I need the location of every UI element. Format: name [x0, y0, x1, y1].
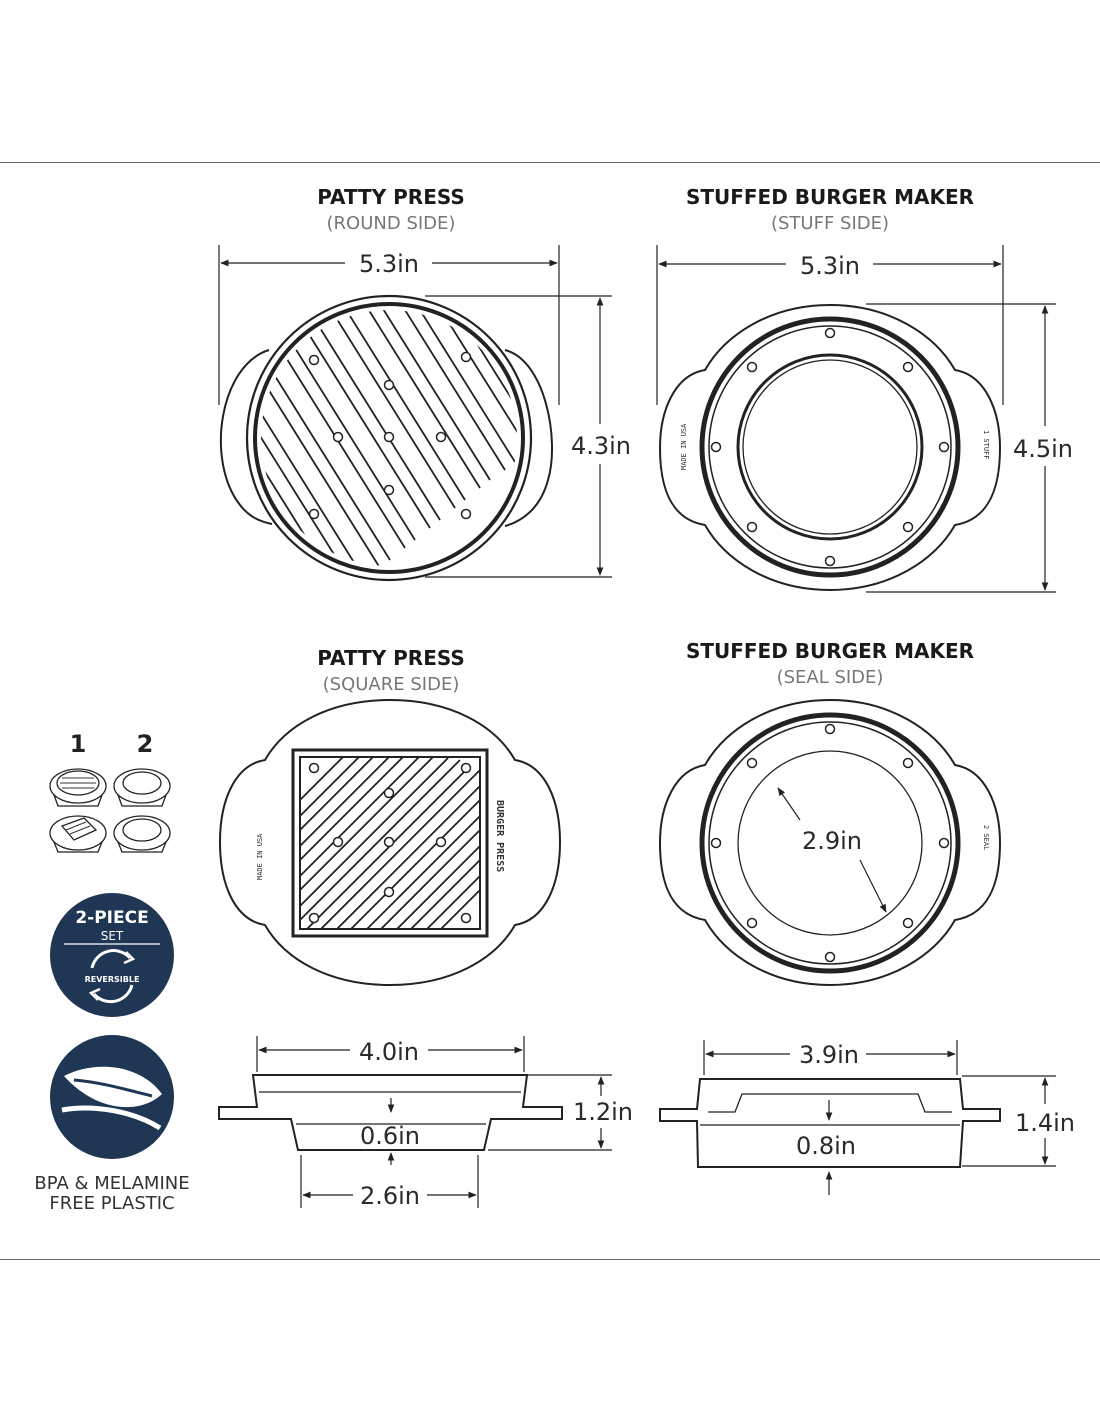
square-outer-body	[218, 698, 562, 987]
press-depth-label: 0.6in	[360, 1122, 420, 1150]
stuff-cup-inner	[742, 359, 918, 535]
panel-stuff-side: STUFFED BURGER MAKER (STUFF SIDE) 5.3in …	[656, 185, 1073, 593]
stuff-title: STUFFED BURGER MAKER	[686, 185, 974, 209]
badge-circle	[50, 893, 174, 1017]
seal-side-label: 2 SEAL	[982, 825, 990, 850]
square-ridges	[300, 757, 480, 929]
maker-top-label: 3.9in	[799, 1041, 859, 1069]
bpa-caption-line2: FREE PLASTIC	[49, 1193, 174, 1214]
stuff-width-label: 5.3in	[800, 252, 860, 280]
bpa-caption-line1: BPA & MELAMINE	[34, 1173, 189, 1194]
round-outer-rim	[245, 294, 533, 582]
seal-outer-body	[658, 698, 1002, 987]
round-left-handle	[219, 349, 273, 525]
badge-line3: REVERSIBLE	[85, 975, 140, 984]
square-subtitle: (SQUARE SIDE)	[323, 674, 460, 695]
square-mold-right: BURGER PRESS	[494, 800, 505, 872]
stuff-outer-body	[658, 303, 1002, 592]
round-title: PATTY PRESS	[317, 185, 465, 209]
maker-depth-label: 0.8in	[796, 1132, 856, 1160]
round-inner-rim	[253, 302, 525, 574]
stuff-side-label: 1 STUFF	[982, 430, 990, 460]
maker-profile-lid	[708, 1093, 952, 1113]
stuff-height-label: 4.5in	[1013, 435, 1073, 463]
stuff-rim-inner	[708, 325, 952, 569]
maker-height-label: 1.4in	[1015, 1109, 1075, 1137]
round-right-handle	[504, 349, 554, 527]
seal-holes	[710, 723, 950, 963]
panel-seal-side: STUFFED BURGER MAKER (SEAL SIDE) 2.9in 2…	[658, 639, 1002, 987]
profile-maker: 3.9in 0.8in 1.4in	[659, 1040, 1075, 1195]
stuff-cup	[736, 353, 924, 541]
stuff-mold-text: MADE IN USA	[680, 423, 688, 470]
profile-press: 4.0in 0.6in 1.2in 2.6in	[218, 1036, 633, 1210]
seal-rim	[699, 712, 961, 974]
two-piece-badge: 2-PIECE SET REVERSIBLE	[50, 893, 174, 1017]
bpa-free-badge	[50, 1035, 174, 1159]
square-holes	[308, 762, 472, 924]
leaf-icon	[61, 1066, 162, 1131]
round-height-label: 4.3in	[571, 432, 631, 460]
press-bottom-label: 2.6in	[360, 1182, 420, 1210]
seal-rim-inner	[708, 721, 952, 965]
press-profile-shape	[218, 1074, 563, 1151]
seal-title: STUFFED BURGER MAKER	[686, 639, 974, 663]
round-width-label: 5.3in	[359, 250, 419, 278]
square-frame-outer	[291, 748, 489, 938]
square-title: PATTY PRESS	[317, 646, 465, 670]
diagram-frame	[0, 162, 1100, 1260]
square-mold-left: MADE IN USA	[256, 833, 264, 880]
panel-square-side: PATTY PRESS (SQUARE SIDE)	[218, 646, 562, 987]
reversible-arrows-icon	[88, 949, 136, 1004]
press-top-label: 4.0in	[359, 1038, 419, 1066]
thumb-stuff-maker	[113, 768, 171, 807]
thumb-round-press	[49, 768, 107, 807]
seal-subtitle: (SEAL SIDE)	[777, 667, 884, 688]
seal-diameter-label: 2.9in	[802, 827, 862, 855]
stuff-subtitle: (STUFF SIDE)	[771, 213, 889, 234]
badge-line2: SET	[101, 929, 124, 943]
stuff-rim	[699, 316, 961, 578]
seal-diameter-line-bottom	[859, 859, 887, 913]
press-height-label: 1.2in	[573, 1098, 633, 1126]
sidebar: 1 2 2-PIECE	[34, 730, 189, 1214]
step-label-2: 2	[137, 730, 154, 758]
round-holes	[308, 351, 472, 520]
step-label-1: 1	[70, 730, 87, 758]
round-subtitle: (ROUND SIDE)	[327, 213, 456, 234]
stuff-holes	[710, 327, 950, 567]
thumb-square-press	[49, 815, 107, 853]
badge-line1: 2-PIECE	[75, 908, 148, 928]
seal-cup	[737, 750, 923, 936]
panel-round-side: PATTY PRESS (ROUND SIDE) 5.3in 4.3in	[218, 185, 631, 582]
thumb-seal-maker	[113, 815, 171, 853]
seal-diameter-line-top	[777, 787, 801, 821]
maker-profile-shape	[659, 1078, 1001, 1168]
